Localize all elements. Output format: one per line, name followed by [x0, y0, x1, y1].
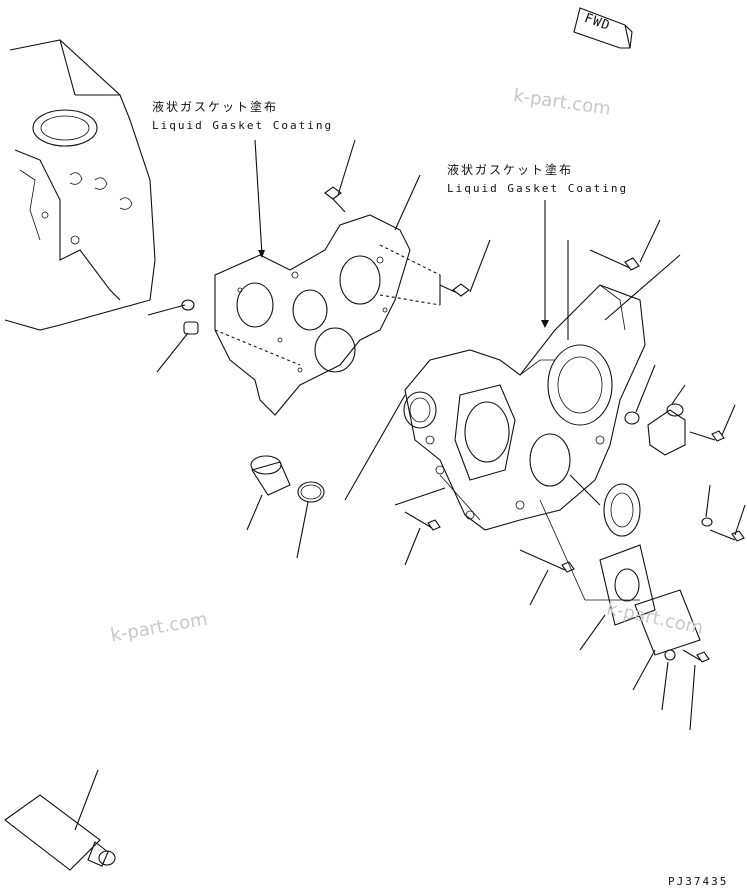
- fwd-arrow-icon: [573, 7, 633, 49]
- leader-lines: [74, 139, 746, 831]
- bolts-left: [324, 186, 470, 297]
- dowel-pins: [181, 299, 199, 335]
- sender-unit: [624, 403, 686, 456]
- gasket-plate: [214, 214, 441, 416]
- gasket-label-left-jp: 液状ガスケット塗布: [152, 100, 279, 114]
- oil-seal: [603, 483, 641, 537]
- engine-block: [4, 39, 156, 331]
- gasket-label-right-jp: 液状ガスケット塗布: [447, 163, 574, 177]
- gasket-label-right-en: Liquid Gasket Coating: [447, 182, 629, 195]
- cover-plates: [599, 544, 701, 656]
- bolts-right: [404, 249, 745, 663]
- front-cover: [403, 284, 646, 531]
- gasket-label-left-en: Liquid Gasket Coating: [152, 119, 334, 132]
- drawing-number: PJ37435: [668, 875, 729, 888]
- oil-filler-cap: [250, 455, 325, 503]
- liquid-gasket-tube: [4, 794, 116, 871]
